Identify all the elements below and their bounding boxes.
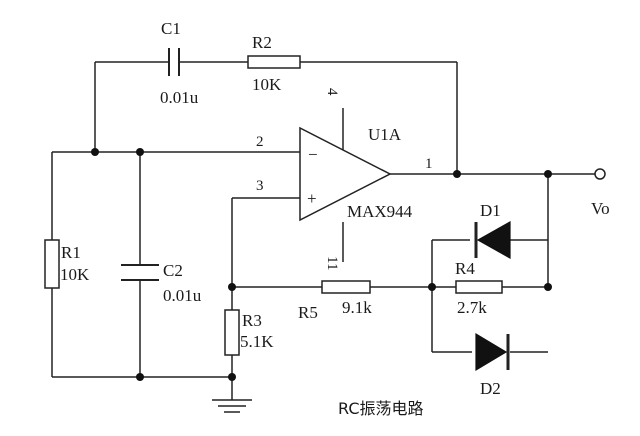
output-label: Vo [591, 199, 610, 218]
wires [51, 61, 595, 400]
resistor-r1: R1 10K [44, 239, 90, 289]
opamp-u1a: − + U1A MAX944 2 3 1 4 11 [256, 88, 433, 270]
opamp-name: U1A [368, 125, 402, 144]
ground-symbol [212, 399, 252, 413]
diode-d1: D1 [474, 201, 511, 260]
r3-value: 5.1K [240, 332, 274, 351]
opamp-triangle [299, 126, 392, 222]
opamp-part-number: MAX944 [347, 202, 413, 221]
c2-label: C2 [163, 261, 183, 280]
pin-inverting: 2 [256, 134, 264, 150]
diode-d2: D2 [475, 332, 510, 398]
d1-label: D1 [480, 201, 501, 220]
resistor-r2: R2 10K [247, 33, 301, 94]
r5-value: 9.1k [342, 298, 372, 317]
c2-value: 0.01u [163, 286, 202, 305]
pin-output: 1 [425, 156, 433, 172]
pin-noninverting: 3 [256, 178, 264, 194]
c1-value: 0.01u [160, 88, 199, 107]
pin-vplus: 4 [324, 88, 340, 96]
r3-label: R3 [242, 311, 262, 330]
resistor-r4: R4 2.7k [455, 259, 503, 317]
r4-value: 2.7k [457, 298, 487, 317]
output-terminal: Vo [591, 168, 610, 218]
r4-label: R4 [455, 259, 475, 278]
pin-vminus: 11 [324, 256, 340, 270]
capacitor-c1: C1 0.01u [160, 19, 199, 107]
diagram-title: RC振荡电路 [338, 399, 424, 418]
c1-label: C1 [161, 19, 181, 38]
r2-label: R2 [252, 33, 272, 52]
d2-label: D2 [480, 379, 501, 398]
r5-label: R5 [298, 303, 318, 322]
junctions [91, 148, 552, 381]
resistor-r3: R3 5.1K [224, 309, 274, 356]
opamp-minus-sign: − [308, 145, 318, 164]
r1-label: R1 [61, 243, 81, 262]
r1-value: 10K [60, 265, 90, 284]
resistor-r5: R5 9.1k [298, 280, 372, 322]
r2-value: 10K [252, 75, 282, 94]
opamp-plus-sign: + [307, 189, 317, 208]
capacitor-c2: C2 0.01u [121, 261, 202, 305]
